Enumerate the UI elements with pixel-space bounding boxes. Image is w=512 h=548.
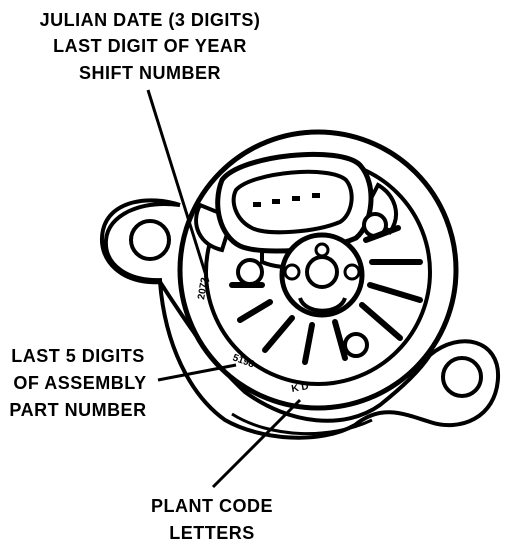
connector-pin-1 xyxy=(253,202,261,207)
connector-pin-3 xyxy=(292,196,300,201)
date-code-stamp: 2072 xyxy=(196,276,211,300)
label-letters: LETTERS xyxy=(169,523,255,543)
label-last-digit-year: LAST DIGIT OF YEAR xyxy=(53,36,247,56)
label-shift-number: SHIFT NUMBER xyxy=(79,63,221,83)
leader-line-part xyxy=(157,363,237,382)
hub-bolt-3 xyxy=(314,242,330,258)
leader-line-plant xyxy=(211,398,302,489)
label-last-5-digits: LAST 5 DIGITS xyxy=(11,346,145,366)
connector-pin-4 xyxy=(312,193,320,198)
leader-line-date xyxy=(146,89,210,283)
hub-lower-tab xyxy=(298,297,347,313)
mounting-flange xyxy=(99,198,501,440)
connector-pin-2 xyxy=(272,199,280,204)
plant-letters-stamp: K D xyxy=(291,381,310,395)
hub-bolt-1 xyxy=(283,263,301,281)
mounting-hole-right xyxy=(441,356,483,398)
hub-hole-3 xyxy=(343,332,369,358)
connector-plug-face xyxy=(231,169,354,235)
hub-center xyxy=(305,255,339,289)
label-of-assembly: OF ASSEMBLY xyxy=(13,373,146,393)
label-part-number: PART NUMBER xyxy=(9,400,146,420)
flange-outline-left xyxy=(103,202,181,283)
radial-ribs xyxy=(229,225,423,365)
label-julian-date: JULIAN DATE (3 DIGITS) xyxy=(40,10,261,30)
flange-bottom-edge xyxy=(231,412,373,436)
hub-hole-1 xyxy=(236,258,264,286)
mounting-hole-left xyxy=(129,219,171,261)
label-plant-code: PLANT CODE xyxy=(151,496,273,516)
hub-bolt-2 xyxy=(343,263,361,281)
